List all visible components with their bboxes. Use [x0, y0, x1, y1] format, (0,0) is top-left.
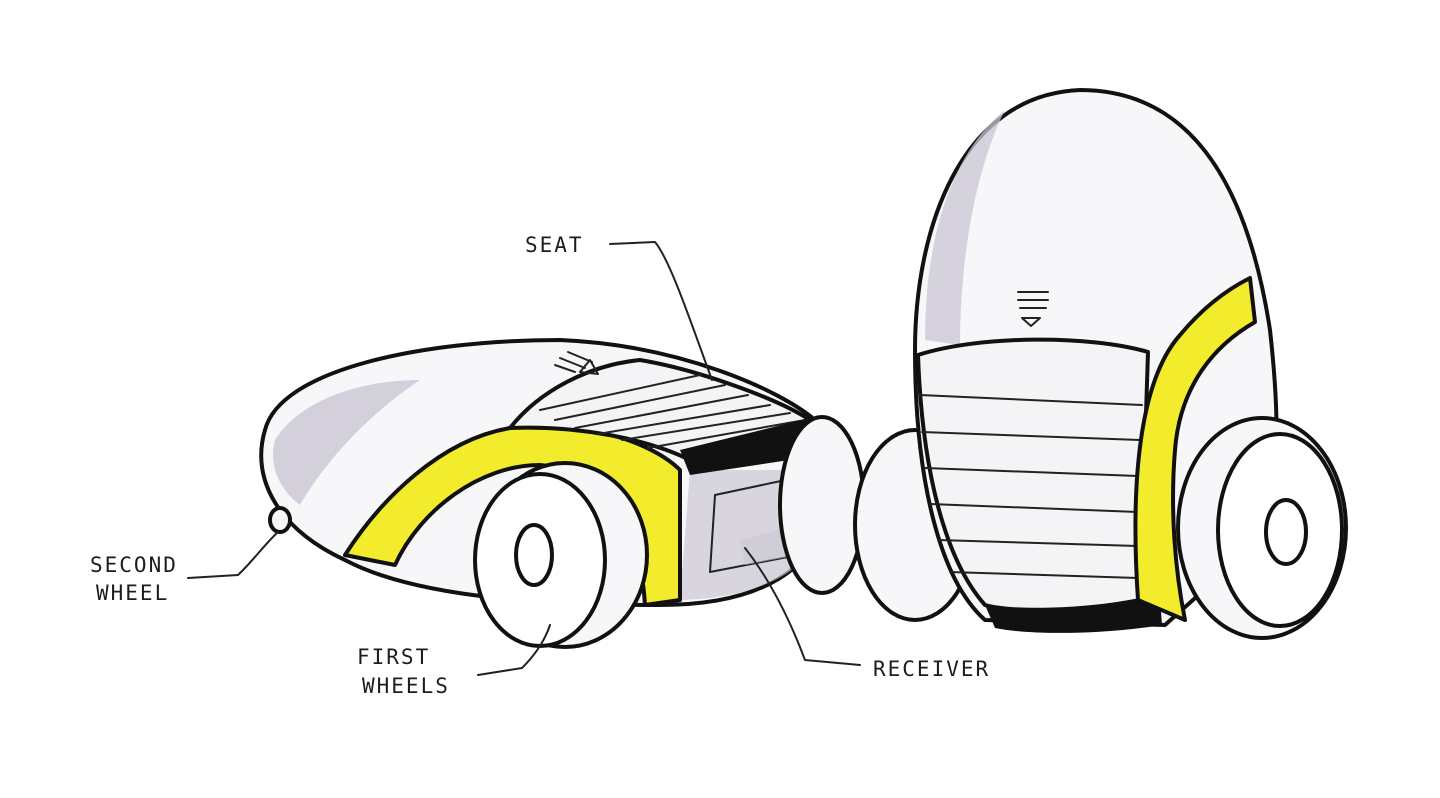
label-first-wheels-line1: FIRST — [357, 645, 430, 669]
label-receiver: RECEIVER — [873, 657, 990, 681]
leader-second-wheel — [188, 532, 278, 578]
lying-back-wheel — [780, 417, 864, 593]
label-first-wheels-line2: WHEELS — [362, 674, 450, 698]
lying-vehicle — [261, 340, 864, 647]
second-wheel — [270, 508, 290, 532]
upright-right-wheel-hub — [1266, 500, 1306, 564]
label-second-wheel-line1: SECOND — [90, 553, 178, 577]
first-wheel-hub — [516, 525, 552, 585]
label-seat: SEAT — [525, 233, 584, 257]
label-second-wheel-line2: WHEEL — [96, 581, 169, 605]
upright-vehicle — [855, 90, 1346, 638]
